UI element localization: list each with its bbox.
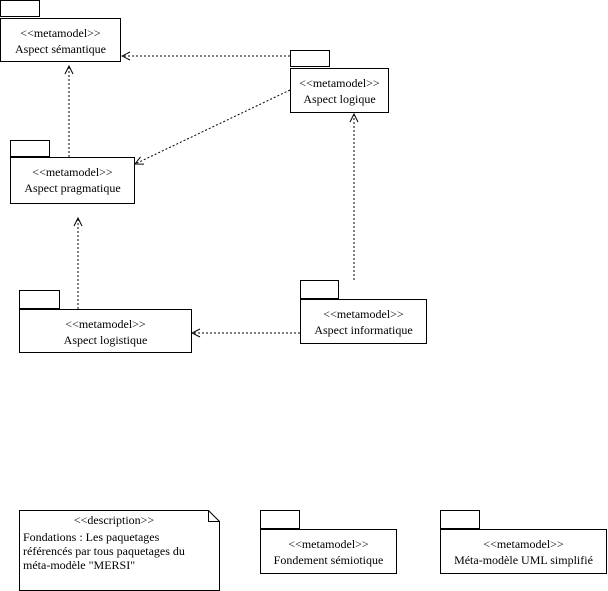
package-stereotype: <<metamodel>> xyxy=(288,537,369,551)
package-tab xyxy=(440,510,480,529)
package-body: <<metamodel>> Fondement sémiotique xyxy=(260,529,397,574)
package-stereotype: <<metamodel>> xyxy=(32,165,113,179)
package-name: Aspect sémantique xyxy=(15,42,106,56)
package-tab xyxy=(0,0,40,17)
package-tab xyxy=(300,280,339,299)
package-name: Aspect informatique xyxy=(314,323,413,337)
package-body: <<metamodel>> Aspect logique xyxy=(290,68,389,113)
package-tab xyxy=(10,140,50,157)
package-body: <<metamodel>> Aspect sémantique xyxy=(0,18,121,62)
description-note[interactable]: <<description>> Fondations : Les paqueta… xyxy=(19,510,220,591)
package-tab xyxy=(19,290,60,309)
note-line: référencés par tous paquetages du xyxy=(23,544,185,558)
package-body: <<metamodel>> Aspect pragmatique xyxy=(10,157,135,204)
package-stereotype: <<metamodel>> xyxy=(65,317,146,331)
package-stereotype: <<metamodel>> xyxy=(20,26,101,40)
note-text: Fondations : Les paquetages référencés p… xyxy=(23,530,203,572)
dep-logique-to-pragmatique xyxy=(135,89,291,164)
package-stereotype: <<metamodel>> xyxy=(299,76,380,90)
package-stereotype: <<metamodel>> xyxy=(483,537,564,551)
note-line: méta-modèle "MERSI" xyxy=(23,558,136,572)
package-body: <<metamodel>> Méta-modèle UML simplifié xyxy=(440,529,607,574)
note-stereotype: <<description>> xyxy=(73,513,155,527)
package-tab xyxy=(290,50,330,67)
package-name: Aspect pragmatique xyxy=(24,181,121,195)
note-shape xyxy=(19,510,220,591)
package-stereotype: <<metamodel>> xyxy=(323,307,404,321)
package-tab xyxy=(260,510,300,529)
package-name: Méta-modèle UML simplifié xyxy=(454,553,593,567)
package-name: Aspect logistique xyxy=(63,333,148,347)
package-body: <<metamodel>> Aspect informatique xyxy=(300,299,427,344)
note-line: Fondations : Les paquetages xyxy=(23,530,160,544)
package-name: Fondement sémiotique xyxy=(273,553,384,567)
package-name: Aspect logique xyxy=(303,92,376,106)
package-body: <<metamodel>> Aspect logistique xyxy=(19,309,192,353)
